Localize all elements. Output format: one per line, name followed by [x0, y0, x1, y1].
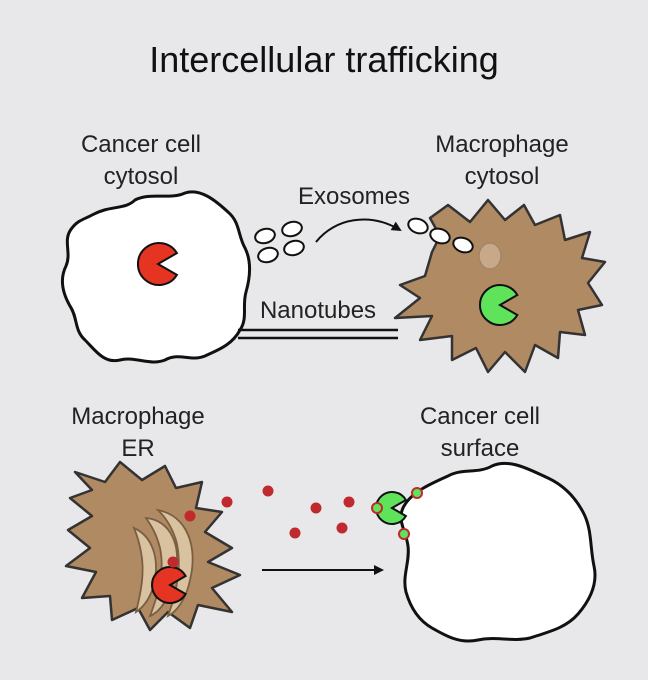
red-particle	[336, 522, 348, 534]
cancer-cytosol-label-line2: cytosol	[104, 163, 179, 190]
nanotubes-label: Nanotubes	[260, 297, 376, 324]
exosome-arrow	[315, 218, 402, 243]
exosome	[429, 227, 451, 245]
antigen-red-pacman-cytosol	[137, 242, 179, 286]
figure-title: Intercellular trafficking	[149, 39, 499, 80]
cancer-surface-label-line2: surface	[441, 435, 520, 462]
macrophage-er-label-line2: ER	[121, 435, 154, 462]
exosome	[407, 217, 429, 235]
antigen-red-pacman-er	[151, 566, 187, 604]
exosome	[283, 239, 305, 257]
red-particle	[343, 496, 355, 508]
surface-peptide-green	[411, 487, 423, 499]
exosome	[452, 236, 474, 254]
cancer-cell-bottom	[399, 461, 597, 643]
er-cisterna-middle	[155, 508, 194, 618]
macrophage-cell-bottom	[64, 460, 242, 632]
exosomes-label: Exosomes	[298, 183, 410, 210]
red-particle	[167, 556, 179, 568]
er-cisterna-inner	[132, 526, 157, 615]
red-particle	[289, 527, 301, 539]
macrophage-er-label-line1: Macrophage	[71, 403, 204, 430]
surface-peptide-green	[371, 502, 383, 514]
red-particle	[310, 502, 322, 514]
exosome	[281, 220, 303, 238]
red-particle	[221, 496, 233, 508]
surface-peptide-green	[398, 528, 410, 540]
exosome	[257, 246, 279, 264]
antigen-green-pacman-cytosol	[479, 284, 519, 326]
macrophage-cytosol-label-line1: Macrophage	[435, 131, 568, 158]
absorbed-exosome	[478, 242, 502, 270]
cancer-surface-label-line1: Cancer cell	[420, 403, 540, 430]
cancer-cytosol-label-line1: Cancer cell	[81, 131, 201, 158]
red-particle	[184, 510, 196, 522]
exosome	[254, 227, 276, 245]
macrophage-cytosol-label-line2: cytosol	[465, 163, 540, 190]
red-particle	[262, 485, 274, 497]
